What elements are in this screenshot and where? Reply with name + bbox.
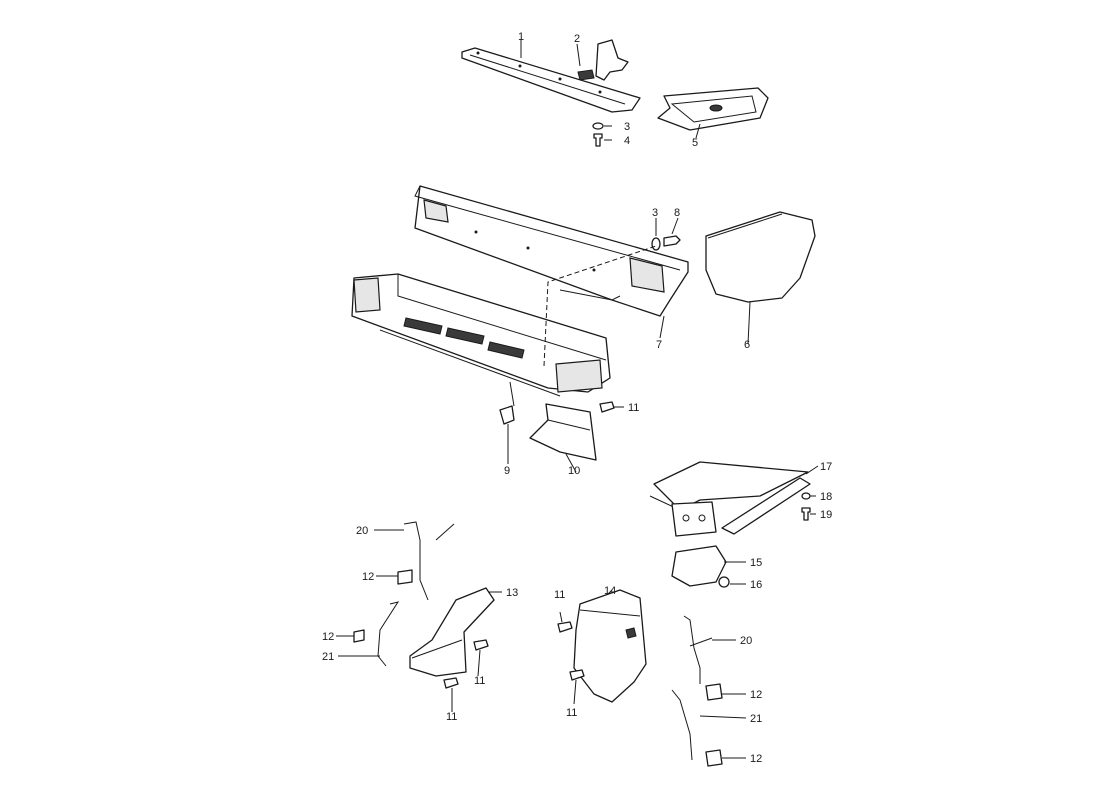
part-21-cable-right [671, 689, 693, 761]
part-18-19-washer-bolt [801, 492, 811, 521]
callout-3: 3 [624, 121, 630, 133]
callout-7: 7 [656, 339, 662, 351]
callout-3b: 3 [652, 207, 658, 219]
bumper-cover-upper [414, 185, 689, 317]
callout-12c: 12 [750, 689, 762, 701]
part-15-mount [671, 545, 727, 587]
callout-12d: 12 [750, 753, 762, 765]
callout-18: 18 [820, 491, 832, 503]
callout-11b: 11 [474, 675, 485, 687]
part-10-guide-plate [529, 403, 597, 461]
part-3-4-washer-bolt [592, 122, 604, 147]
part-20-cable-left [403, 521, 455, 601]
callout-11a: 11 [628, 402, 639, 414]
callout-11d: 11 [554, 589, 565, 601]
part-11-bolts-right [557, 621, 585, 681]
callout-9: 9 [504, 465, 510, 477]
callout-11e: 11 [566, 707, 577, 719]
part-21-cable-left [377, 601, 400, 667]
callout-20a: 20 [356, 525, 368, 537]
bumper-beam-lower [351, 273, 611, 397]
callout-10: 10 [568, 465, 580, 477]
bracket-right [671, 501, 717, 537]
callout-1: 1 [518, 31, 524, 43]
callout-16: 16 [750, 579, 762, 591]
callout-14: 14 [604, 585, 616, 597]
part-12-clip-left-a [397, 569, 413, 585]
part-8-bolt [651, 235, 681, 251]
callout-8: 8 [674, 207, 680, 219]
mounting-line [543, 245, 657, 367]
callout-12a: 12 [362, 571, 374, 583]
part-14-guard-right [573, 589, 647, 703]
part-5-air-guide [657, 87, 769, 131]
callout-17: 17 [820, 461, 832, 473]
part-11-bolts-left [443, 639, 489, 689]
part-16-nut [718, 576, 730, 588]
part-12-clip-left-b [353, 629, 365, 643]
part-13-guard-left [409, 587, 495, 677]
body-corner-right [649, 461, 809, 511]
callout-21a: 21 [322, 651, 334, 663]
callout-13: 13 [506, 587, 518, 599]
callout-12b: 12 [322, 631, 334, 643]
callout-5: 5 [692, 137, 698, 149]
part-12-clip-right-b [705, 749, 723, 767]
part-17-strut [721, 477, 811, 535]
callout-2: 2 [574, 33, 580, 45]
callout-20b: 20 [740, 635, 752, 647]
callout-labels: 1 2 3 4 5 3 8 7 6 11 9 10 17 18 19 15 16… [322, 31, 832, 765]
callout-11c: 11 [446, 711, 457, 723]
part-12-clip-right-a [705, 683, 723, 701]
callout-4: 4 [624, 135, 630, 147]
part-6-corner-piece [705, 211, 816, 303]
part-11-bolt-upper [599, 401, 615, 413]
callout-21b: 21 [750, 713, 762, 725]
part-1-cover-strip [461, 47, 641, 113]
leader-lines [336, 40, 819, 759]
part-2-bracket [577, 39, 629, 81]
part-9-clip [499, 381, 515, 425]
callout-19: 19 [820, 509, 832, 521]
callout-15: 15 [750, 557, 762, 569]
callout-6: 6 [744, 339, 750, 351]
part-20-cable-right [683, 615, 713, 684]
